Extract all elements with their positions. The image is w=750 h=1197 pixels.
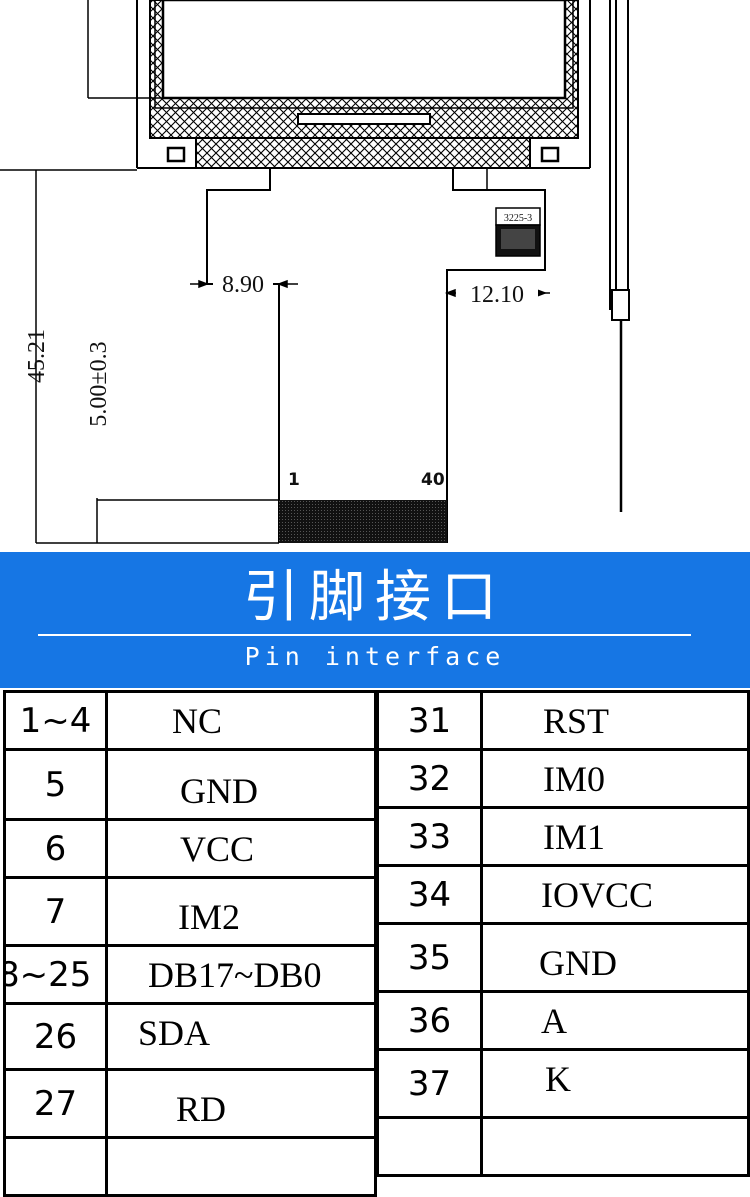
banner-divider: [38, 634, 691, 636]
pin-number: 6: [3, 818, 108, 879]
module-outline: [136, 0, 591, 169]
pin-number: [3, 1136, 108, 1197]
pin-name: IM1: [480, 806, 750, 867]
fpc-connector: 3225-3: [495, 207, 541, 257]
pin-number: 7: [3, 876, 108, 947]
pin-name: NC: [105, 690, 377, 751]
pin-name: IM2: [105, 876, 377, 947]
pin-number: 31: [376, 690, 483, 751]
pin-name: A: [480, 990, 750, 1051]
guide-lines: [0, 0, 163, 171]
pin-name: [480, 1116, 750, 1177]
banner-subtitle: Pin interface: [244, 642, 506, 671]
pin-name: K: [480, 1048, 750, 1119]
pin-number: 27: [3, 1068, 108, 1139]
mount-hole-right: [540, 146, 560, 163]
table-row: [3, 1136, 377, 1197]
pin-number: 1~4: [3, 690, 108, 751]
pin-number: 35: [376, 922, 483, 993]
dim-tail-height: 5.00±0.3: [86, 341, 112, 426]
pin-name: RD: [105, 1068, 377, 1139]
pin-number: 33: [376, 806, 483, 867]
pin-number: 36: [376, 990, 483, 1051]
pin-label-first: 1: [288, 470, 300, 490]
pin-number: 5: [3, 748, 108, 821]
dim-right-tail: 12.10: [470, 282, 524, 308]
pin-number: 32: [376, 748, 483, 809]
pin-number: [376, 1116, 483, 1177]
pin-name: VCC: [105, 818, 377, 879]
pin-name: GND: [480, 922, 750, 993]
mount-hole-left: [166, 146, 186, 163]
pin-number: 34: [376, 864, 483, 925]
dim-total-height: 45.21: [24, 329, 50, 383]
pin-number: 26: [3, 1002, 108, 1071]
pin-name: RST: [480, 690, 750, 751]
contact-pad: [279, 500, 447, 543]
pin-name: [105, 1136, 377, 1197]
fpc-outline: [206, 168, 546, 543]
pin-name: IOVCC: [480, 864, 750, 925]
pin-name: IM0: [480, 748, 750, 809]
height-dimension: [35, 170, 279, 544]
table-row: [376, 1116, 750, 1177]
pin-name: GND: [105, 748, 377, 821]
pin-name: DB17~DB0: [105, 944, 377, 1005]
lcd-mechanical-drawing: 3225-3 8.90 12.10 45.21 5.00±0.3 1 40: [0, 0, 630, 544]
pin-name: SDA: [105, 1002, 377, 1071]
connector-label: 3225-3: [504, 213, 532, 224]
banner-title: 引脚接口: [243, 565, 507, 630]
dim-left-tail: 8.90: [222, 272, 264, 298]
pin-number: 37: [376, 1048, 483, 1119]
pin-number: 8~25: [3, 944, 108, 1005]
pin-label-last: 40: [421, 470, 445, 490]
pin-interface-banner: 引脚接口 Pin interface: [0, 552, 750, 688]
side-view: [609, 0, 630, 512]
screen-bezel: [149, 0, 579, 169]
